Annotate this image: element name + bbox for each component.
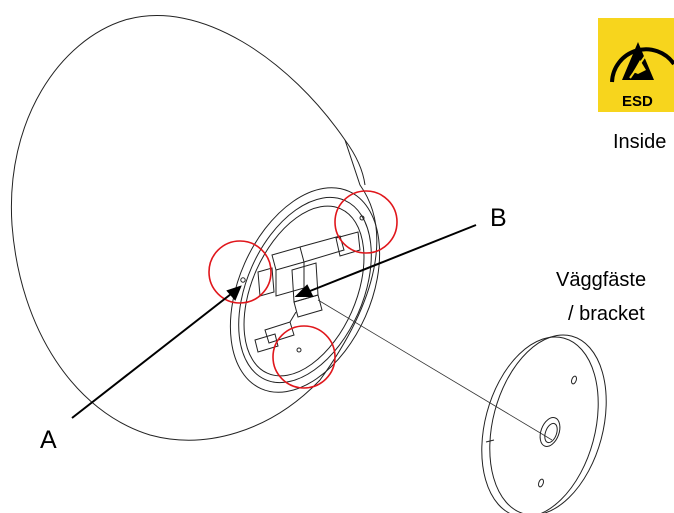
leader-arrows	[71, 224, 477, 419]
highlight-circles	[208, 190, 398, 389]
highlight-circle-bottom	[272, 325, 336, 389]
esd-text: ESD	[622, 93, 653, 110]
assembly-guide-line	[317, 299, 553, 441]
label-bracket-line2: / bracket	[568, 303, 645, 325]
arrow-a-line	[71, 293, 232, 419]
arrow-b-head	[294, 284, 314, 297]
wall-bracket	[481, 334, 607, 513]
internal-components	[240, 215, 365, 353]
housing-body	[10, 15, 378, 441]
label-inside: Inside	[613, 131, 666, 153]
label-a: A	[40, 426, 57, 454]
esd-warning-icon	[610, 42, 674, 83]
mounting-flange	[229, 187, 381, 393]
highlight-circle-top-right	[334, 190, 398, 254]
label-bracket-line1: Väggfäste	[556, 269, 646, 291]
esd-sign: ESD	[598, 18, 674, 112]
label-b: B	[490, 204, 507, 232]
highlight-circle-left	[208, 240, 272, 304]
arrow-b-line	[309, 224, 477, 292]
arrow-a-head	[226, 285, 242, 301]
